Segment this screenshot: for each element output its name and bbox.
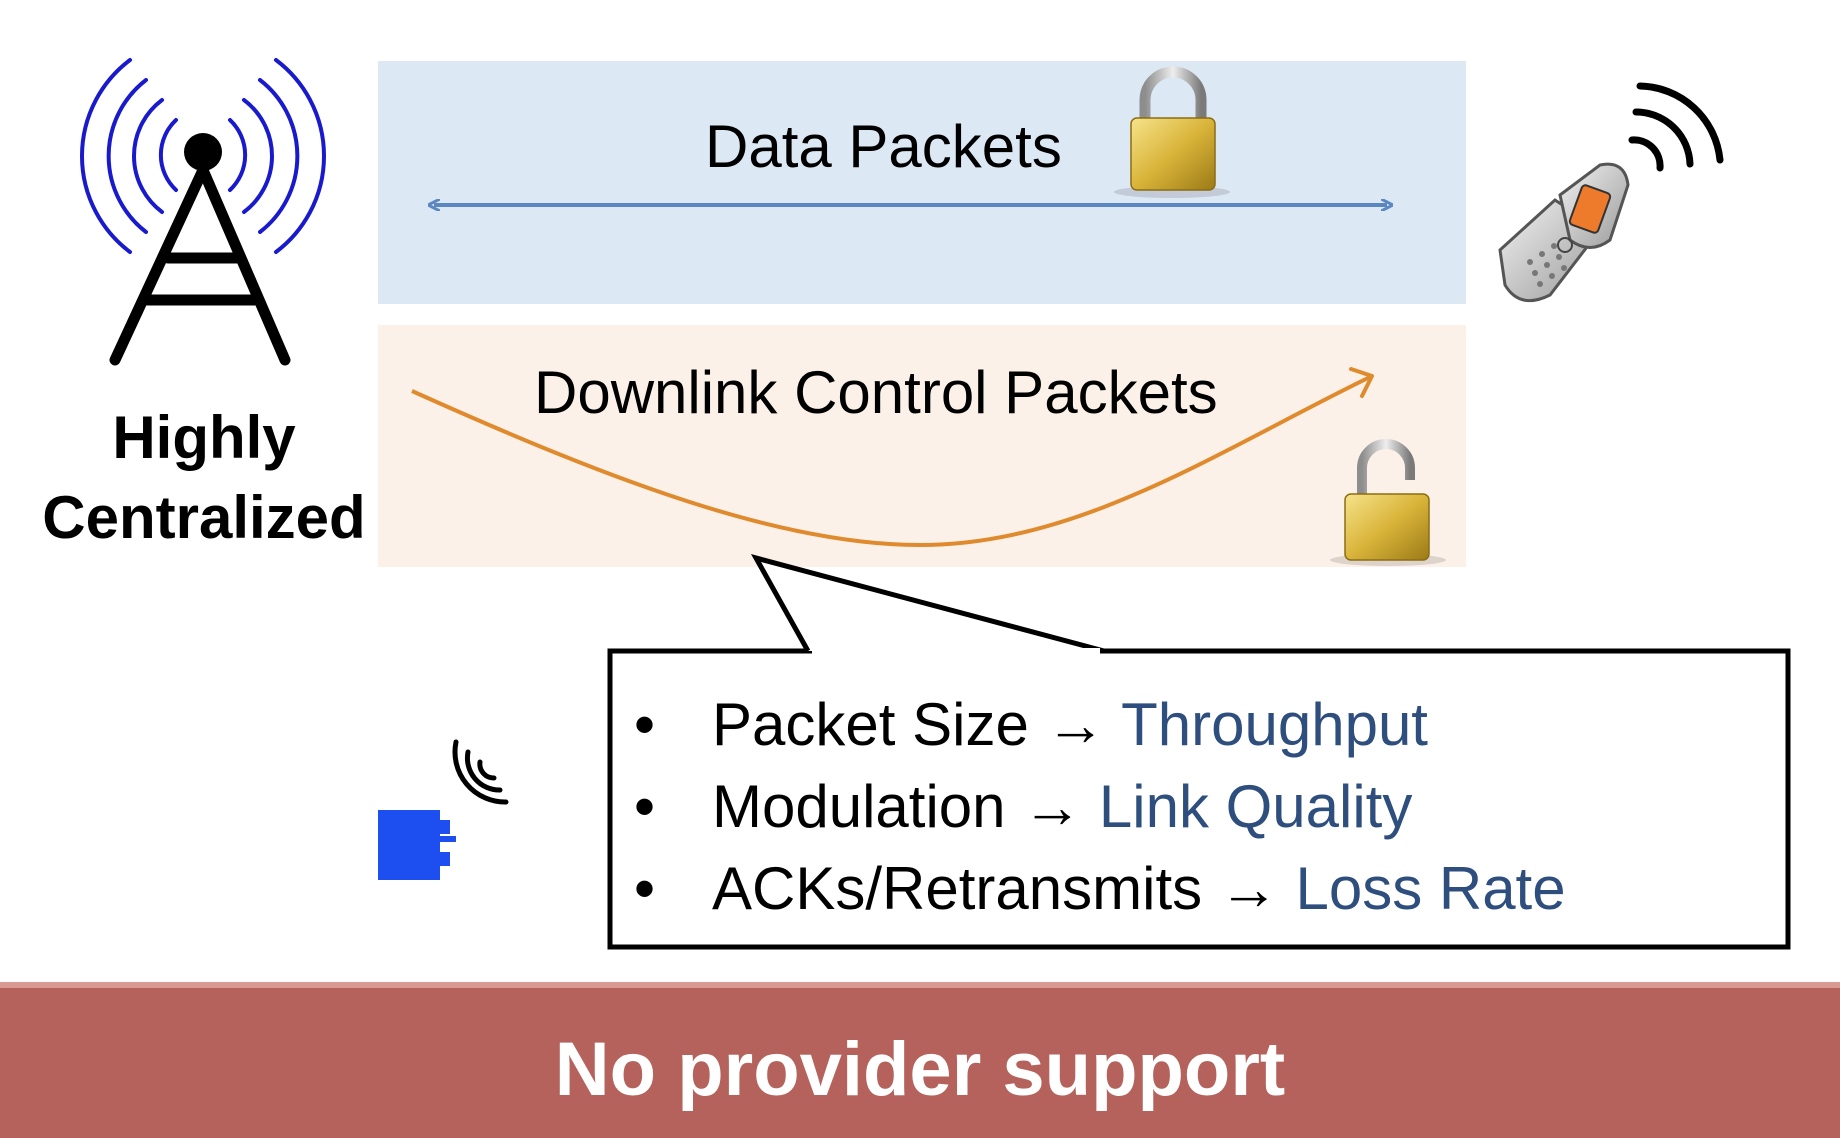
feature-text: ACKs/Retransmits	[712, 855, 1203, 922]
padlock-unlocked-icon	[1330, 439, 1446, 566]
feature-text: Modulation	[712, 773, 1006, 840]
bullet: •	[634, 855, 656, 922]
arrow-glyph: →	[1022, 773, 1099, 840]
list-item: • Packet Size → Throughput	[620, 684, 1566, 766]
cell-tower-icon	[80, 58, 326, 366]
list-item: • ACKs/Retransmits → Loss Rate	[620, 848, 1566, 930]
footer-banner	[0, 982, 1840, 1138]
flip-phone-icon	[1498, 82, 1724, 303]
arrow-glyph: →	[1045, 691, 1122, 758]
control-packets-title: Downlink Control Packets	[534, 359, 1218, 426]
tower-label: Highly Centralized	[20, 398, 388, 558]
callout-box	[607, 648, 1791, 950]
bullet: •	[634, 691, 656, 758]
data-packets-title: Data Packets	[705, 113, 1062, 180]
control-arrow-head	[1349, 367, 1374, 398]
arrow-glyph: →	[1218, 855, 1296, 922]
tower-label-line2: Centralized	[42, 484, 366, 551]
control-packets-arrow	[411, 375, 1371, 548]
footer-text: No provider support	[554, 1027, 1286, 1112]
sensor-device-icon	[378, 739, 509, 880]
padlock-locked-icon	[1114, 66, 1230, 198]
bullet: •	[634, 773, 656, 840]
feature-text: Packet Size	[712, 691, 1029, 758]
list-item: • Modulation → Link Quality	[620, 766, 1566, 848]
callout-list: • Packet Size → Throughput • Modulation …	[620, 684, 1566, 930]
result-text: Loss Rate	[1295, 855, 1566, 922]
control-packets-band	[378, 325, 1466, 567]
data-packets-band	[378, 61, 1466, 304]
callout-pointer	[750, 554, 1105, 654]
result-text: Throughput	[1121, 691, 1428, 758]
result-text: Link Quality	[1098, 773, 1413, 840]
tower-label-line1: Highly	[112, 404, 296, 471]
